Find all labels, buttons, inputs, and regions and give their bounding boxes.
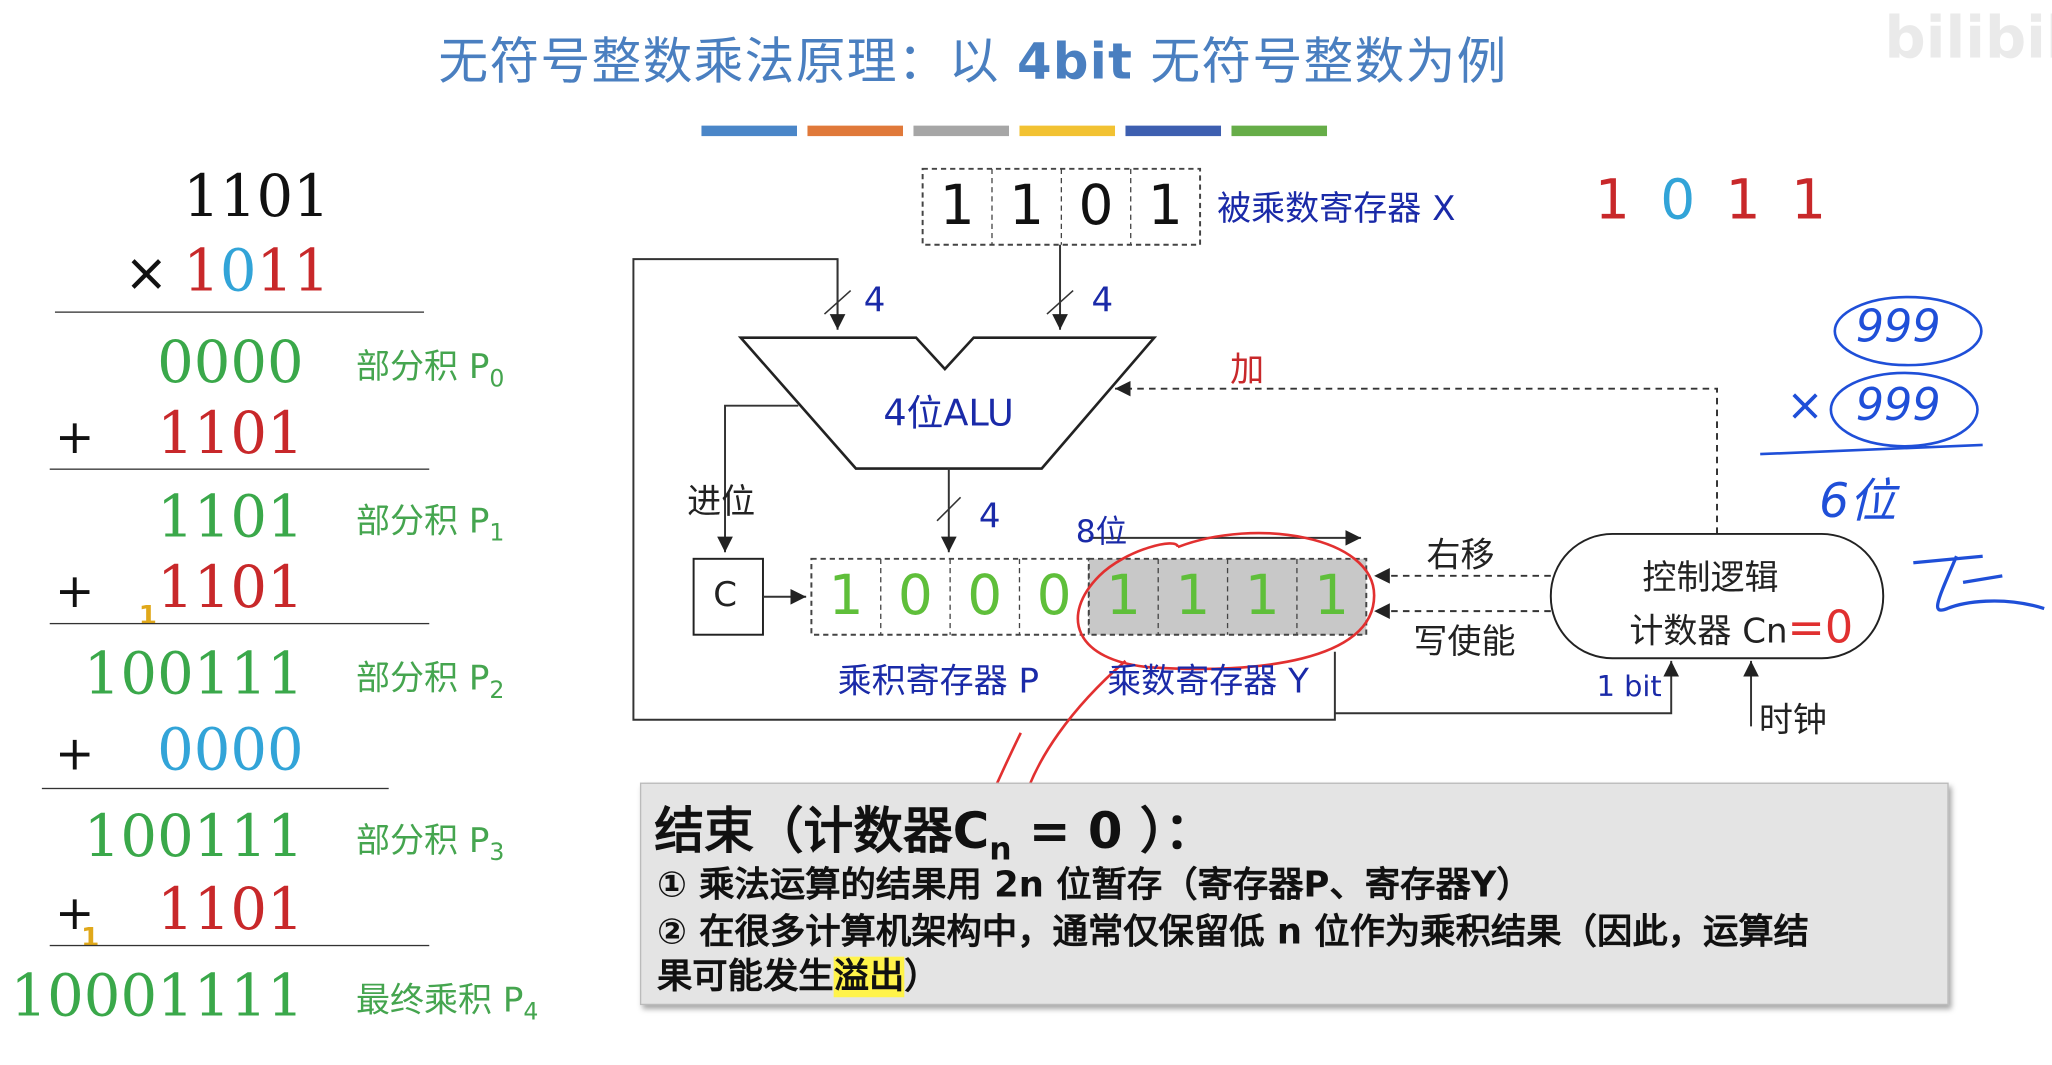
control-logic-block — [1549, 532, 1885, 660]
multiplicand: 1101 — [183, 163, 330, 231]
x-bit: 0 — [1078, 172, 1114, 237]
note-digits-top: 999 — [1855, 301, 1941, 354]
side-bit: 1 — [1791, 167, 1827, 232]
partial-value: 0000 — [157, 717, 304, 784]
alu-label: 4位ALU — [883, 391, 1014, 435]
bus-width-down: 4 — [978, 497, 1001, 537]
one-bit-label: 1 bit — [1596, 671, 1662, 705]
one-bit-arrow — [1334, 660, 1680, 715]
add-signal — [1115, 380, 1718, 534]
y-bit: 1 — [1314, 562, 1350, 627]
multiplier: 1011 — [183, 238, 330, 305]
color-bar-4 — [1019, 125, 1116, 137]
side-bit: 1 — [1725, 167, 1761, 232]
multiplier-digit: 1 — [293, 238, 330, 305]
counter-value: =0 — [1787, 602, 1854, 655]
partial-value: 100111 — [83, 641, 304, 709]
summary-line-1: ① 乘法运算的结果用 2n 位暂存（寄存器P、寄存器Y） — [656, 865, 1532, 906]
y-register-label: 乘数寄存器 Y — [1107, 662, 1309, 702]
partial-product-label: 部分积 P2 — [355, 659, 505, 705]
add-label: 加 — [1230, 350, 1265, 390]
slide-title: 无符号整数乘法原理：以 4bit 无符号整数为例 — [438, 32, 1508, 91]
side-bit: 1 — [1594, 167, 1630, 232]
partial-value: 100111 — [83, 803, 304, 871]
plus-sign: + — [54, 727, 95, 782]
carry-label: 进位 — [687, 482, 756, 523]
p-bit: 0 — [1036, 562, 1072, 627]
partial-value: 1101 — [157, 484, 304, 551]
bilibili-watermark: bilibili — [1884, 5, 2052, 72]
counter-label: 计数器 Cn=0 — [1629, 602, 1854, 655]
note-digits-bottom: 999 — [1855, 379, 1941, 432]
note-circle-top — [1833, 295, 1983, 367]
p-bit: 0 — [897, 562, 933, 627]
side-bit: 0 — [1660, 167, 1696, 232]
times-sign: × — [124, 243, 169, 304]
note-circle-bottom — [1829, 371, 1979, 448]
summary-line-2: ② 在很多计算机架构中，通常仅保留低 n 位作为乘积结果（因此，运算结 — [656, 912, 1809, 953]
carry-flag-box — [692, 557, 764, 636]
partial-product-label: 最终乘积 P4 — [355, 981, 539, 1027]
summary-title: 结束（计数器Cn = 0 ）： — [654, 802, 1215, 868]
partial-product-label: 部分积 P1 — [355, 502, 505, 548]
multiplier-digit: 0 — [219, 238, 257, 305]
width-8-label: 8位 — [1075, 513, 1128, 550]
partial-product-label: 部分积 P3 — [355, 821, 505, 867]
alu-shape — [737, 336, 1158, 470]
bus-width-right: 4 — [1091, 281, 1114, 321]
x-register-label: 被乘数寄存器 X — [1217, 189, 1456, 230]
partial-value: 1101 — [157, 400, 304, 468]
note-times: × — [1786, 379, 1824, 432]
note-underline — [1760, 443, 1983, 456]
shift-right-label: 右移 — [1426, 536, 1495, 576]
write-enable-label: 写使能 — [1413, 622, 1516, 663]
x-bit: 1 — [1009, 172, 1045, 237]
partial-product-label: 部分积 P0 — [355, 348, 505, 393]
x-bit: 1 — [939, 172, 975, 237]
x-bit: 1 — [1147, 172, 1183, 237]
partial-value: 0000 — [157, 329, 304, 397]
plus-sign: + — [54, 410, 95, 465]
clock-label: 时钟 — [1758, 701, 1827, 741]
multiplier-digit: 1 — [256, 238, 294, 305]
y-bit: 1 — [1175, 562, 1211, 627]
plus-sign: + — [54, 887, 95, 941]
y-bit: 1 — [1106, 562, 1142, 627]
color-bar-2 — [807, 125, 904, 137]
multiplier-digit: 1 — [183, 238, 220, 305]
p-bit: 0 — [967, 562, 1003, 627]
note-scribble — [1913, 554, 2045, 612]
control-logic-label: 控制逻辑 — [1642, 558, 1779, 599]
bus-width-left: 4 — [863, 281, 886, 321]
overflow-highlight: 溢出 — [833, 956, 905, 998]
color-bar-5 — [1125, 125, 1222, 137]
carry-arrow — [717, 404, 799, 553]
divider-line — [54, 311, 425, 313]
divider-line — [49, 944, 430, 947]
plus-sign: + — [54, 565, 95, 620]
divider-line — [49, 468, 430, 470]
y-bit: 1 — [1244, 562, 1280, 627]
x-register — [921, 167, 1202, 246]
c-flag-label: C — [713, 575, 738, 616]
divider-line — [49, 622, 430, 625]
partial-value: 10001111 — [10, 963, 304, 1030]
color-bar-3 — [913, 125, 1010, 137]
p-register-label: 乘积寄存器 P — [837, 662, 1040, 702]
p-bit: 1 — [828, 562, 864, 627]
divider-line — [41, 787, 389, 790]
color-bar-1 — [701, 125, 797, 137]
note-bits: 6位 — [1819, 475, 1897, 529]
color-bar-6 — [1231, 125, 1328, 137]
partial-value: 1101 — [157, 554, 304, 622]
summary-line-3: 果可能发生溢出） — [656, 956, 940, 998]
partial-value: 1101 — [157, 876, 304, 944]
